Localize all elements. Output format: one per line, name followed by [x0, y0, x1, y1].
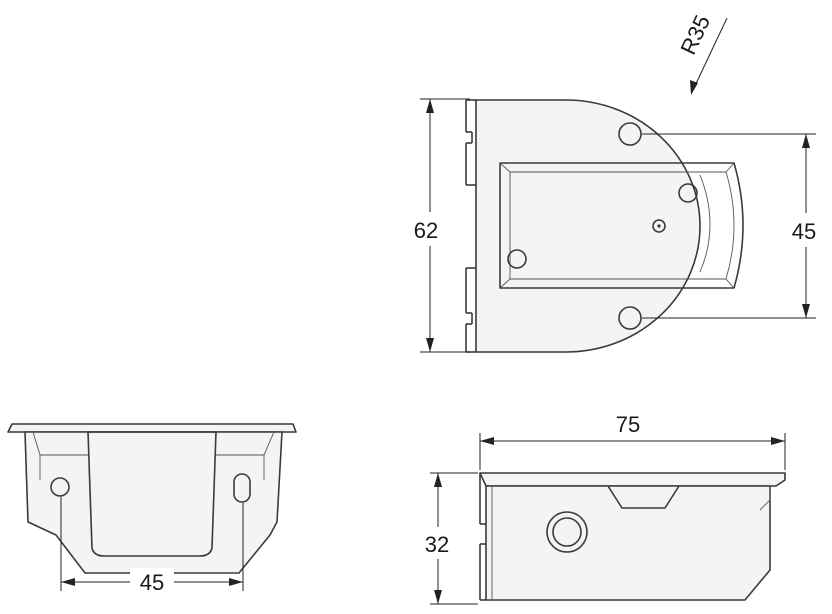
dim-75: [479, 433, 786, 470]
side-hole-inner: [552, 517, 582, 547]
dim-45-front-label: 45: [140, 570, 164, 595]
dim-45-right-label-bg: [787, 213, 827, 247]
center-hole-dot: [657, 224, 661, 228]
front-view-cavity: [87, 431, 217, 557]
front-view: 45: [7, 423, 297, 596]
dim-r35: [690, 17, 728, 95]
side-view-flange: [479, 472, 786, 487]
front-hole-left: [50, 477, 70, 497]
recess-hole-upper: [678, 183, 698, 203]
center-hole: [652, 219, 666, 233]
front-slot-right: [233, 473, 251, 503]
dim-32-label: 32: [425, 532, 449, 557]
dim-r35-label: R35: [675, 11, 715, 58]
mounting-hole-bottom: [618, 306, 642, 330]
side-view-notches: [479, 473, 486, 601]
side-hole-outer: [546, 511, 588, 553]
front-view-flange: [7, 423, 297, 433]
dim-45-front-label-bg: [130, 568, 174, 596]
dim-75-label: 75: [616, 412, 640, 437]
mounting-hole-top: [618, 122, 642, 146]
dim-62-label-bg: [405, 212, 445, 246]
top-view-recess: [499, 162, 744, 289]
top-view-notches: [465, 99, 476, 353]
top-view: 62 45 R35: [405, 11, 827, 353]
side-view: 75 32: [416, 412, 786, 605]
side-view-bracket: [607, 485, 680, 509]
side-view-body: [485, 485, 771, 601]
dim-45-right-label: 45: [792, 219, 816, 244]
recess-hole-lower: [507, 249, 527, 269]
dim-32-label-bg: [416, 527, 460, 559]
dim-62-label: 62: [414, 218, 438, 243]
